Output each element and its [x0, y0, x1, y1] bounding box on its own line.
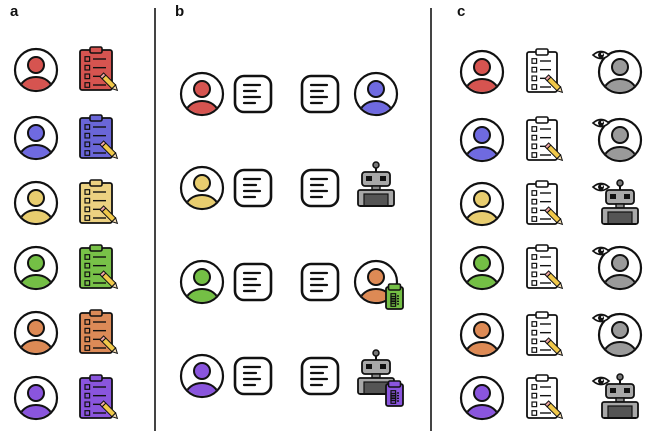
panel-b-robot [357, 161, 395, 207]
panel-b-purple-clipboard [385, 380, 404, 407]
divider-a-b [154, 8, 156, 431]
panel-c-clipboard-blank [526, 48, 564, 94]
panel-label-a: a [10, 3, 19, 20]
panel-a-person-blue [13, 115, 59, 161]
panel-c-observer-gray [591, 49, 643, 95]
panel-b-robot [357, 349, 395, 395]
panel-b-person-purple [179, 353, 225, 399]
panel-a-person-red [13, 47, 59, 93]
panel-b-chat-bubble-right [300, 262, 340, 302]
panel-a-person-purple [13, 375, 59, 421]
panel-b-chat-bubble-right [300, 168, 340, 208]
panel-label-c: c [457, 3, 466, 20]
panel-b-chat-bubble-left [233, 262, 273, 302]
panel-a-clipboard-blue [79, 114, 119, 160]
panel-b-chat-bubble-left [233, 74, 273, 114]
panel-b-person-green [179, 259, 225, 305]
panel-b-chat-bubble-left [233, 356, 273, 396]
panel-a-person-green [13, 245, 59, 291]
panel-b-person-orange [353, 259, 399, 305]
panel-c-person-green [459, 245, 505, 291]
panel-a-person-yellow [13, 180, 59, 226]
panel-c-person-purple [459, 375, 505, 421]
panel-b-person-red [179, 71, 225, 117]
panel-c-observer-robot [591, 373, 639, 419]
panel-c-observer-gray [591, 117, 643, 163]
panel-c-clipboard-blank [526, 180, 564, 226]
panel-c-person-blue [459, 117, 505, 163]
panel-a-clipboard-orange [79, 309, 119, 355]
panel-a-clipboard-green [79, 244, 119, 290]
divider-b-c [430, 8, 432, 431]
panel-b-person-yellow [179, 165, 225, 211]
panel-a-clipboard-purple [79, 374, 119, 420]
panel-b-chat-bubble-right [300, 74, 340, 114]
panel-b-chat-bubble-left [233, 168, 273, 208]
panel-a-person-orange [13, 310, 59, 356]
panel-c-observer-robot [591, 179, 639, 225]
panel-c-person-yellow [459, 181, 505, 227]
panel-label-b: b [175, 3, 185, 20]
panel-c-observer-gray [591, 245, 643, 291]
panel-c-clipboard-blank [526, 116, 564, 162]
panel-a-clipboard-yellow [79, 179, 119, 225]
panel-c-clipboard-blank [526, 374, 564, 420]
panel-a-clipboard-red [79, 46, 119, 92]
panel-c-person-red [459, 49, 505, 95]
panel-b-green-clipboard [385, 283, 404, 310]
panel-c-clipboard-blank [526, 311, 564, 357]
panel-c-clipboard-blank [526, 244, 564, 290]
panel-b-chat-bubble-right [300, 356, 340, 396]
panel-c-observer-gray [591, 312, 643, 358]
panel-c-person-orange [459, 312, 505, 358]
panel-b-person-blue [353, 71, 399, 117]
